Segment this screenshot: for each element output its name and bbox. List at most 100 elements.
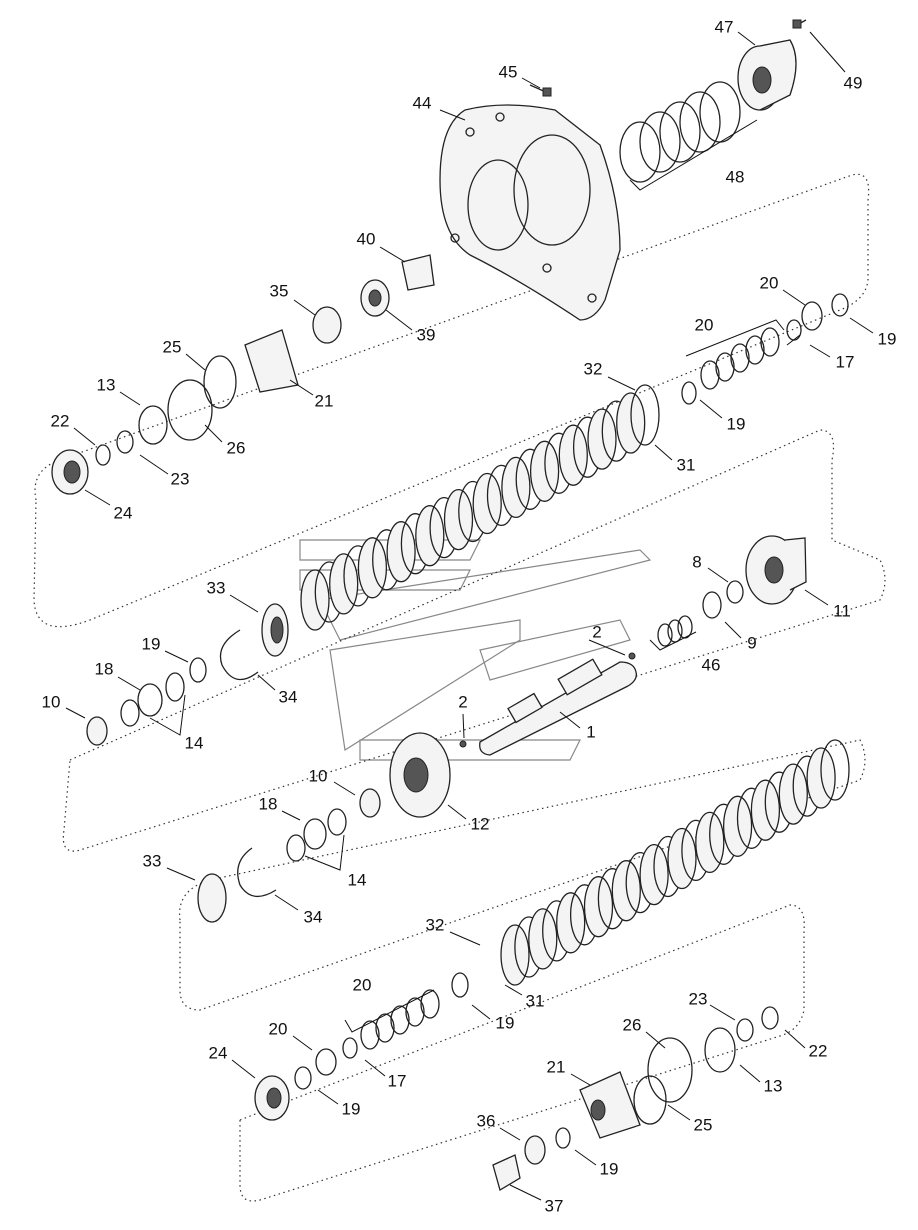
callout-c20a: 20 xyxy=(760,273,779,292)
callout-c10b: 10 xyxy=(309,766,328,785)
callout-c47: 47 xyxy=(715,17,734,36)
leader-line xyxy=(139,454,169,475)
callout-c20b: 20 xyxy=(695,315,714,334)
callout-c32b: 32 xyxy=(426,915,445,934)
clutch-disc xyxy=(386,521,416,583)
leader-line xyxy=(333,781,356,796)
clutch-disc xyxy=(820,739,850,801)
leader-line xyxy=(509,1184,542,1201)
screw-45 xyxy=(529,84,552,97)
clutch-pack-lower-31 xyxy=(500,739,850,986)
callout-c10a: 10 xyxy=(42,692,61,711)
callout-c39: 39 xyxy=(417,325,436,344)
clutch-disc xyxy=(501,456,531,519)
callout-c32a: 32 xyxy=(584,359,603,378)
callout-c19d: 19 xyxy=(496,1013,515,1032)
lower-right-parts xyxy=(492,1006,779,1191)
callout-c9: 9 xyxy=(747,633,756,652)
lower-spring-parts xyxy=(254,972,469,1121)
leader-line xyxy=(65,707,86,719)
callout-c2b: 2 xyxy=(458,692,467,711)
leader-line xyxy=(379,246,406,263)
clutch-disc xyxy=(616,392,646,454)
leader-line xyxy=(274,894,299,911)
leader-line xyxy=(588,639,626,656)
shaft-1 xyxy=(459,652,637,756)
leader-line xyxy=(73,427,96,446)
callout-c23b: 23 xyxy=(689,989,708,1008)
callout-c17b: 17 xyxy=(388,1071,407,1090)
leader-line xyxy=(185,353,206,371)
clutch-disc xyxy=(587,408,617,470)
leader-line xyxy=(231,1059,256,1079)
callout-c18a: 18 xyxy=(95,659,114,678)
callout-c19b: 19 xyxy=(727,414,746,433)
upper-right-parts xyxy=(681,293,849,405)
gear-11 xyxy=(649,535,807,651)
leader-line xyxy=(654,444,673,461)
leader-line xyxy=(607,376,636,391)
leader-line xyxy=(462,713,465,739)
leader-line xyxy=(804,589,829,606)
callout-c14a: 14 xyxy=(185,733,204,752)
callout-c36: 36 xyxy=(477,1111,496,1130)
leader-line xyxy=(786,334,801,346)
callout-c48: 48 xyxy=(726,167,745,186)
leader-line xyxy=(164,650,189,663)
leader-line xyxy=(166,867,196,881)
callout-c13a: 13 xyxy=(97,375,116,394)
leader-line xyxy=(289,379,314,396)
leader-line xyxy=(385,309,413,331)
leader-line xyxy=(559,711,581,729)
callout-c23a: 23 xyxy=(171,469,190,488)
callout-c14b: 14 xyxy=(348,870,367,889)
leader-line xyxy=(504,984,523,996)
leader-line xyxy=(724,621,742,639)
bearing-housing-47 xyxy=(737,39,797,111)
leader-line xyxy=(257,674,276,691)
callout-c34a: 34 xyxy=(279,687,298,706)
callout-c24a: 24 xyxy=(114,503,133,522)
callout-c24b: 24 xyxy=(209,1043,228,1062)
leader-line xyxy=(84,489,111,506)
callout-c26a: 26 xyxy=(227,438,246,457)
callout-c19a: 19 xyxy=(878,329,897,348)
leader-line xyxy=(645,1031,666,1049)
callout-c45: 45 xyxy=(499,62,518,81)
screw-49 xyxy=(792,19,807,29)
leader-line xyxy=(293,299,316,316)
callout-c8: 8 xyxy=(692,552,701,571)
clutch-disc xyxy=(329,553,359,615)
callout-c49: 49 xyxy=(844,73,863,92)
leader-line xyxy=(364,1059,386,1077)
leader-line xyxy=(521,77,541,89)
callout-c18b: 18 xyxy=(259,794,278,813)
clutch-disc xyxy=(529,440,560,502)
callout-c19e: 19 xyxy=(342,1099,361,1118)
callout-c11: 11 xyxy=(833,601,851,620)
callout-c34b: 34 xyxy=(304,907,323,926)
callout-c31b: 31 xyxy=(526,991,545,1010)
clutch-disc xyxy=(357,537,388,599)
callout-c25b: 25 xyxy=(694,1115,713,1134)
callout-c22a: 22 xyxy=(51,411,70,430)
leader-line xyxy=(449,931,481,946)
callout-c40: 40 xyxy=(357,229,376,248)
callout-c13b: 13 xyxy=(764,1076,783,1095)
upper-assembly-outline xyxy=(33,173,870,628)
leader-line xyxy=(570,1073,591,1086)
leader-line xyxy=(709,1004,736,1021)
leader-line xyxy=(439,109,466,121)
callout-c33b: 33 xyxy=(143,851,162,870)
clutch-disc xyxy=(443,488,474,551)
leader-line xyxy=(739,1064,761,1083)
leader-line xyxy=(782,289,806,306)
clutch-disc xyxy=(558,424,588,486)
leader-line xyxy=(849,317,874,334)
leader-line xyxy=(292,1035,313,1051)
clutch-pack-upper-31 xyxy=(300,384,660,631)
leader-line xyxy=(119,391,141,406)
leader-line xyxy=(574,1149,597,1166)
shim-pack-48 xyxy=(619,81,758,191)
